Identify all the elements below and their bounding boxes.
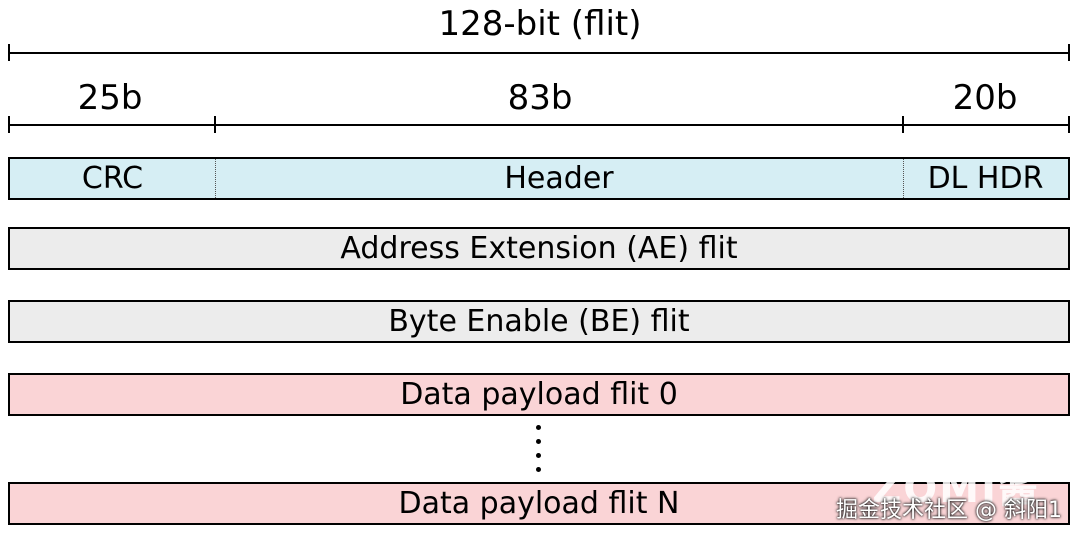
field-dimension-tick-3 [1068, 116, 1070, 133]
crc-field: CRC [10, 159, 215, 198]
field-dimension-line [8, 124, 1070, 126]
header-field: Header [215, 159, 903, 198]
header-size-label: 83b [507, 78, 573, 118]
ae-flit-label: Address Extension (AE) flit [340, 231, 738, 266]
byte-enable-flit: Byte Enable (BE) flit [8, 300, 1070, 343]
crc-size-label: 25b [77, 78, 143, 118]
data-payload-flit-n: Data payload flit N [8, 482, 1070, 525]
data-payload-flit-0: Data payload flit 0 [8, 373, 1070, 416]
data-flit-n-label: Data payload flit N [398, 486, 680, 521]
header-flit: CRC Header DL HDR [8, 157, 1070, 200]
crc-header-divider [215, 159, 216, 198]
dlhdr-size-label: 20b [952, 78, 1018, 118]
total-dimension-tick-right [1068, 44, 1070, 61]
crc-field-label: CRC [81, 161, 144, 196]
watermark-logo: ZOMI酱 [872, 466, 1040, 512]
total-width-label: 128-bit (flit) [438, 4, 642, 44]
header-dlhdr-divider [903, 159, 904, 198]
field-dimension-tick-0 [8, 116, 10, 133]
watermark-text: 掘金技术社区 @ 斜阳1 [836, 498, 1062, 523]
total-dimension-tick-left [8, 44, 10, 61]
data-flit-0-label: Data payload flit 0 [400, 377, 678, 412]
header-field-label: Header [504, 161, 614, 196]
field-dimension-tick-2 [902, 116, 904, 133]
field-dimension-tick-1 [214, 116, 216, 133]
total-dimension-line [8, 52, 1070, 54]
be-flit-label: Byte Enable (BE) flit [388, 304, 690, 339]
dlhdr-field-label: DL HDR [927, 161, 1044, 196]
address-extension-flit: Address Extension (AE) flit [8, 227, 1070, 270]
dlhdr-field: DL HDR [903, 159, 1068, 198]
vertical-ellipsis [536, 425, 544, 481]
